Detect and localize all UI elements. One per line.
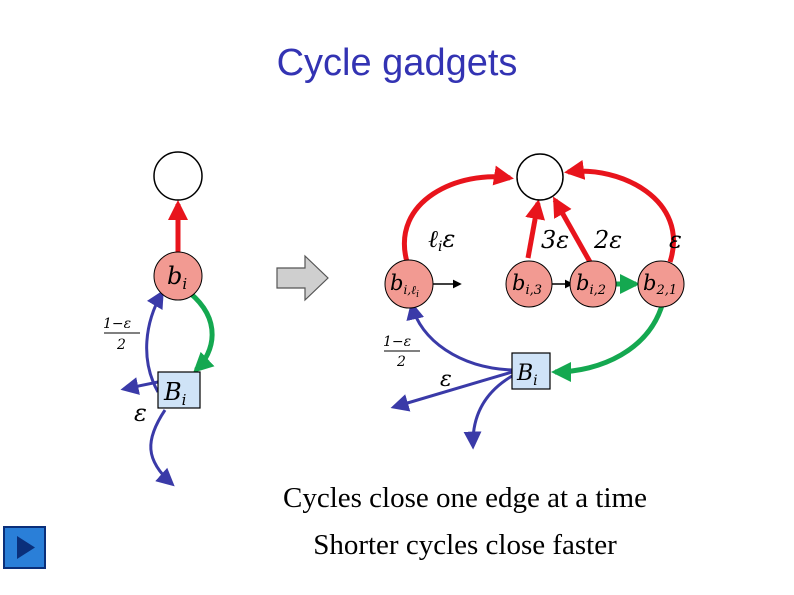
left-node-b-i-label: bi: [167, 262, 187, 293]
right-node-b-i-li-label: bi,ℓi: [390, 271, 419, 300]
right-arrow-icon: [276, 254, 329, 302]
right-box-B-i: [511, 352, 551, 390]
right-fraction-denominator: 2: [396, 354, 406, 370]
right-green-edge: [551, 301, 666, 382]
right-weight-4: ε: [669, 226, 682, 254]
right-fraction-numerator: 1−ε: [383, 334, 411, 350]
left-green-edge: [188, 291, 215, 373]
right-node-b-i-2: [569, 260, 617, 308]
right-box-B-i-label: Bi: [516, 361, 538, 389]
left-top-node: [153, 151, 203, 201]
right-node-b-2-1-label: b2,1: [643, 271, 677, 298]
right-node-b-2-1: [637, 260, 685, 308]
right-red-edge-2: [525, 199, 545, 259]
left-fraction-numerator: 1−ε: [103, 316, 131, 332]
left-fraction-denominator: 2: [116, 337, 126, 353]
left-node-b-i: [153, 251, 203, 301]
caption-line-2: Shorter cycles close faster: [313, 529, 617, 561]
right-node-b-i-3-label: bi,3: [512, 271, 542, 298]
right-top-node: [516, 153, 564, 201]
right-red-edge-4: [564, 159, 676, 263]
play-icon: [17, 536, 35, 559]
left-blue-edge-down: [149, 409, 175, 487]
right-red-edge-1: [402, 165, 514, 263]
right-red-edge-3: [552, 196, 593, 264]
left-blue-edge-eps: [120, 377, 159, 395]
right-weight-1: ℓiε: [428, 225, 455, 255]
caption-line-1: Cycles close one edge at a time: [283, 482, 647, 514]
left-box-B-i-label: Bi: [163, 378, 187, 409]
right-node-b-i-3: [505, 260, 553, 308]
left-eps-label: ε: [134, 399, 147, 427]
right-weight-2: 3ε: [541, 226, 569, 254]
left-gadget: bi Bi 1−ε 2 ε: [103, 151, 215, 487]
right-gadget: bi,ℓi bi,3 bi,2 b2,1 Bi ℓiε 3ε 2ε ε 1−ε …: [383, 153, 685, 450]
next-slide-button[interactable]: [3, 526, 46, 569]
right-node-b-i-li: [384, 259, 434, 309]
right-weight-3: 2ε: [593, 226, 622, 254]
right-blue-edge-down: [463, 374, 513, 450]
left-box-B-i: [157, 371, 201, 409]
right-blue-edge-eps: [390, 370, 513, 412]
right-eps-label: ε: [440, 367, 452, 392]
right-node-b-i-2-label: bi,2: [576, 271, 606, 298]
slide-title: Cycle gadgets: [276, 42, 518, 84]
right-blue-edge-up: [406, 301, 513, 372]
